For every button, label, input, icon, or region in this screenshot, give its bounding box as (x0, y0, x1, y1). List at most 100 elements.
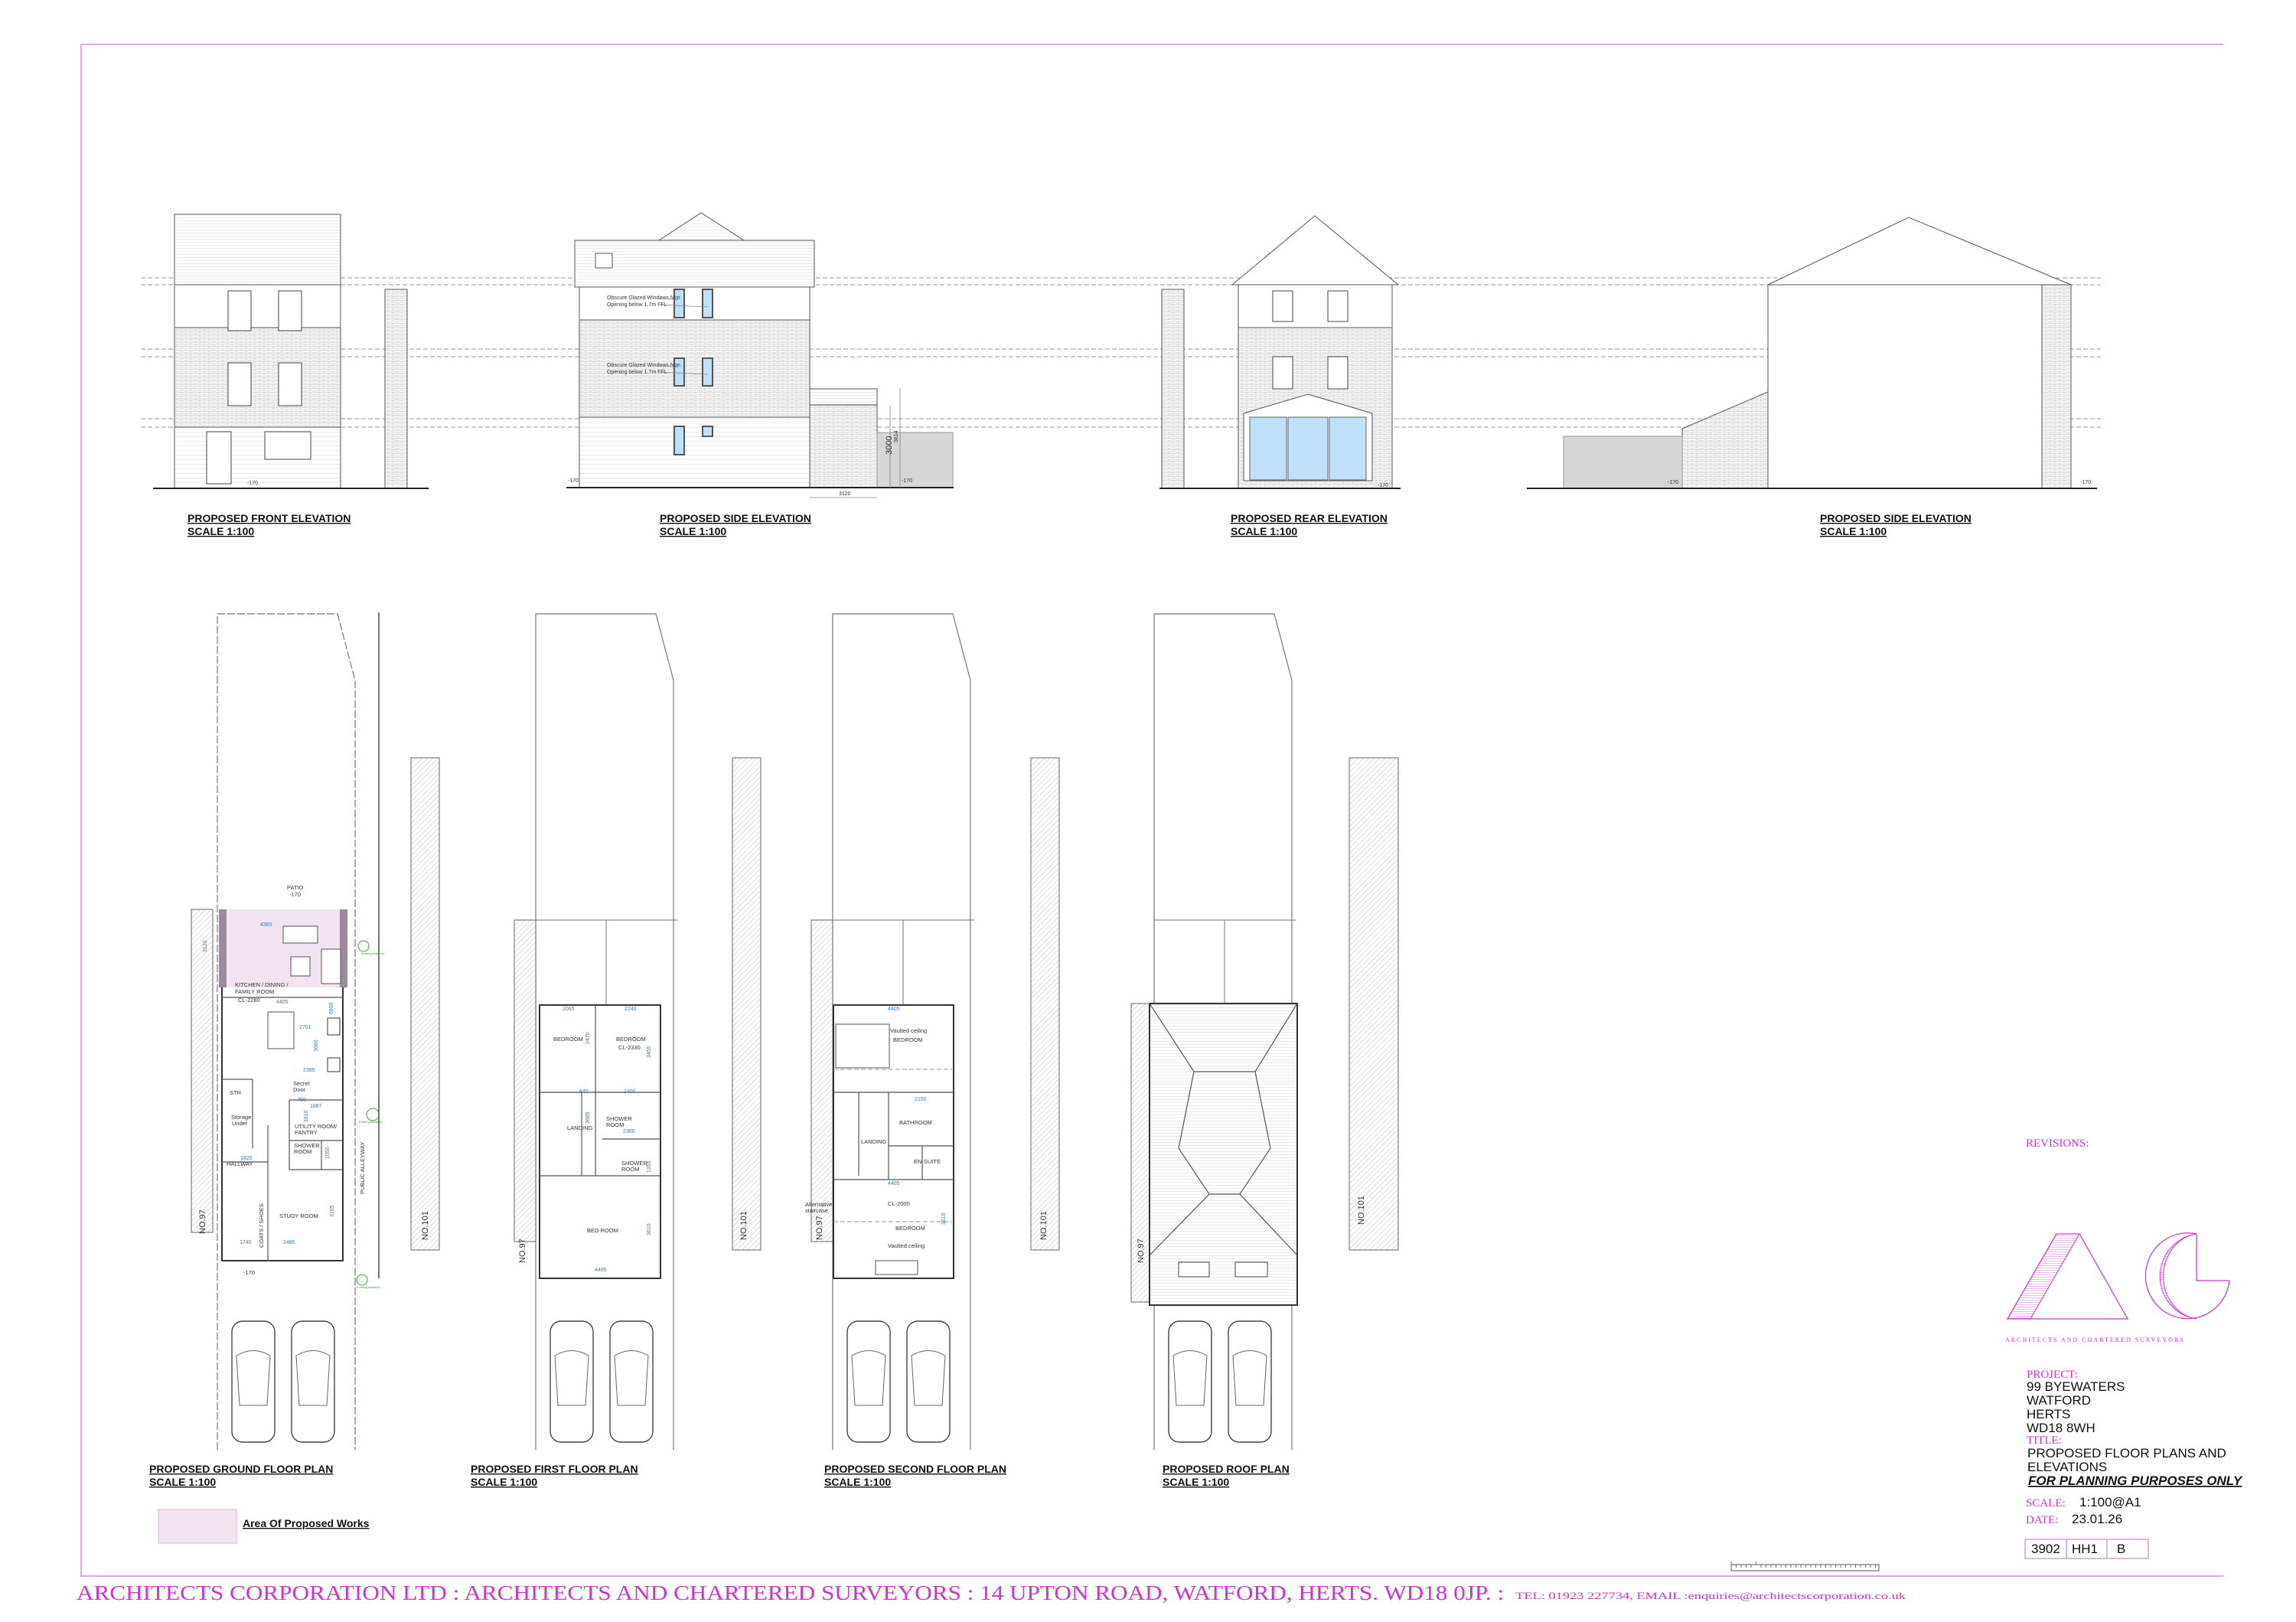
level-marker: -170 (2080, 480, 2091, 485)
room-label: FAMILY ROOM (235, 988, 274, 995)
dimension: 4405 (595, 1268, 607, 1273)
drawing-title: ELEVATIONS (2027, 1460, 2107, 1474)
dimension: 2701 (299, 1025, 311, 1030)
room-label: ROOM (294, 1148, 311, 1155)
room-label: ROOM (621, 1166, 639, 1173)
room-label: LANDING (567, 1124, 593, 1131)
dimension: 750 (297, 1098, 306, 1103)
plan-scale: SCALE 1:100 (824, 1476, 891, 1488)
job-number: 3902 (2031, 1542, 2060, 1556)
neighbour-building (410, 757, 440, 1251)
car-outline (846, 1320, 891, 1443)
drawing-title: PROPOSED FLOOR PLANS AND (2027, 1446, 2226, 1460)
dimension: 2240 (625, 1007, 637, 1012)
elevation-title: PROPOSED SIDE ELEVATION (1820, 512, 1971, 524)
room-label: SHOWER (621, 1160, 647, 1167)
level-marker: -170 (243, 1269, 255, 1276)
drawing-number: HH1 (2072, 1542, 2098, 1556)
room-label: Vaulted ceiling (890, 1027, 927, 1034)
plan-title: PROPOSED FIRST FLOOR PLAN (471, 1463, 638, 1475)
room-label: BEDROOM (616, 1036, 646, 1043)
manhole-label: Existing Manhole (361, 951, 385, 955)
window-note: Obscure Glazed Windows Non (607, 363, 680, 368)
plot-boundary (535, 613, 674, 1450)
dimension: 2385 (303, 1068, 315, 1073)
room-label: Secret (293, 1080, 311, 1087)
plan-scale: SCALE 1:100 (471, 1476, 537, 1488)
project-address: 99 BYEWATERS (2027, 1379, 2125, 1394)
ceiling-level: CL-2280 (238, 997, 260, 1004)
date-label: DATE: (2026, 1514, 2059, 1526)
neighbour-label: NO.97 (815, 1216, 824, 1240)
elevation-scale: SCALE 1:100 (1231, 525, 1297, 537)
window-note: Obscure Glazed Windows Non (607, 295, 680, 301)
elevation-scale: SCALE 1:100 (188, 525, 254, 537)
garden-lines (833, 919, 974, 1005)
car-windscreen (236, 1350, 271, 1406)
plot-boundary (832, 613, 971, 1450)
room-label: BEDROOM (893, 1036, 923, 1043)
room-label: Vaulted ceiling (888, 1242, 925, 1249)
footer: ARCHITECTS CORPORATION LTD : ARCHITECTS … (77, 1581, 1906, 1604)
logo-tagline: ARCHITECTS AND CHARTERED SURVEYORS (2005, 1336, 2185, 1343)
room-label: KITCHEN / DINING / (235, 981, 289, 988)
neighbour-label: NO.101 (1039, 1211, 1049, 1240)
neighbour-label: NO.97 (518, 1239, 527, 1263)
car-outline (291, 1320, 335, 1443)
side-elevation-2: -170 -170 PROPOSED SIDE ELEVATION SCALE … (1527, 217, 2097, 537)
neighbour-label: NO.97 (198, 1209, 207, 1234)
room-label: BED ROOM (587, 1227, 618, 1234)
level-marker: -170 (247, 481, 258, 486)
neighbour-label: NO.101 (1357, 1196, 1366, 1225)
plot-boundary (217, 613, 356, 1450)
footer-contact: TEL: 01923 227734, EMAIL :enquiries@arch… (1515, 1590, 1906, 1601)
plan-title: PROPOSED SECOND FLOOR PLAN (824, 1463, 1006, 1475)
level-marker: -170 (289, 891, 301, 898)
manhole-label: Existing Manhole (357, 1285, 380, 1289)
legend-label: Area Of Proposed Works (243, 1517, 370, 1529)
dimension: 3660 (314, 1039, 319, 1052)
neighbour-building (1030, 757, 1060, 1251)
car-outline (609, 1320, 654, 1443)
room-label: COATS / SHOES (258, 1203, 265, 1248)
plot-boundary (1153, 613, 1293, 1450)
room-label: SHOWER (606, 1115, 632, 1122)
window-note: Opening below 1.7m FFL (607, 370, 667, 375)
dimension: 6950 (329, 1002, 334, 1014)
scale-label: SCALE: (2026, 1497, 2066, 1509)
note: staircase (805, 1207, 828, 1214)
room-label: EN-SUITE (914, 1158, 941, 1165)
elevation-title: PROPOSED FRONT ELEVATION (188, 512, 351, 524)
car-windscreen (851, 1350, 886, 1406)
ground-floor-plan: Existing Manhole Existing Manhole Existi… (149, 612, 430, 1488)
sheet-border (80, 44, 2223, 1577)
dimension: 3610 (941, 1212, 947, 1225)
room-label: Storage (231, 1114, 251, 1121)
room-label: BEDROOM (895, 1225, 925, 1232)
project-address: WATFORD (2027, 1393, 2091, 1408)
plan-scale: SCALE 1:100 (149, 1476, 216, 1488)
project-label: PROJECT: (2027, 1369, 2078, 1381)
car-windscreen (911, 1350, 946, 1406)
title-block: PROJECT: 99 BYEWATERS WATFORD HERTS WD18… (2024, 1369, 2243, 1559)
room-label: SHOWER (294, 1142, 320, 1149)
plan-site-outlines (217, 613, 1399, 1450)
height-dimension: 3000 (885, 436, 894, 455)
dimension: 3685 (585, 1111, 591, 1124)
car-outline (231, 1320, 276, 1443)
elevation-title: PROPOSED SIDE ELEVATION (660, 512, 811, 524)
elevation-scale: SCALE 1:100 (660, 525, 726, 537)
room-label: LANDING (861, 1138, 887, 1145)
dimension: 1740 (240, 1240, 252, 1245)
level-marker: -170 (902, 478, 912, 484)
dimension: 840 (579, 1089, 589, 1095)
room-label: ROOM (606, 1121, 624, 1128)
title-label: TITLE: (2027, 1434, 2062, 1447)
company-logo: ARCHITECTS AND CHARTERED SURVEYORS (2005, 1232, 2230, 1343)
dimension: 1355 (647, 1160, 652, 1173)
neighbour-label: NO.101 (421, 1211, 430, 1240)
dimension: 2300 (624, 1089, 636, 1095)
car-windscreen (554, 1350, 589, 1406)
room-label: PANTRY (295, 1129, 318, 1136)
